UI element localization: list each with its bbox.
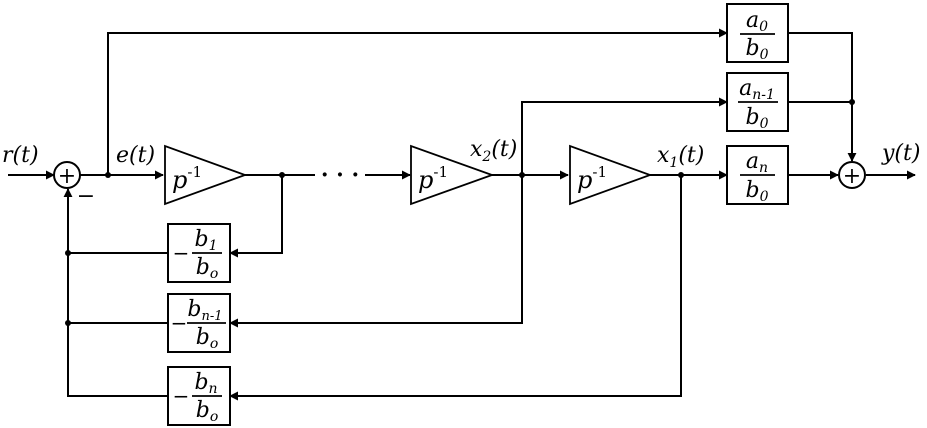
wires — [8, 28, 916, 401]
x2-signal-label: x2(t) — [470, 137, 517, 165]
svg-text:b0: b0 — [745, 105, 768, 132]
svg-text:b1: b1 — [194, 227, 217, 254]
feedforward-an1-wire — [521, 97, 728, 175]
feedback-bn1-wire — [229, 175, 523, 328]
plus-sign: + — [843, 164, 861, 189]
gain-neg-bn-over-bo: − bn bo — [167, 366, 231, 426]
svg-text:bo: bo — [196, 325, 219, 352]
svg-text:−: − — [171, 311, 188, 335]
junction-dot — [105, 172, 111, 178]
svg-text:bn-1: bn-1 — [187, 297, 222, 324]
junction-dot — [65, 250, 71, 256]
gain-a0-over-b0: a0 b0 — [726, 3, 789, 63]
svg-text:bo: bo — [196, 398, 219, 425]
junction-dot — [678, 172, 684, 178]
feedforward-a0-wire — [107, 28, 728, 175]
x1-signal-label: x1(t) — [657, 143, 704, 171]
svg-text:an-1: an-1 — [739, 76, 775, 103]
svg-text:bo: bo — [196, 255, 219, 282]
output-summing-junction: + — [838, 161, 866, 189]
input-summing-junction: + − — [53, 161, 95, 209]
junction-dots — [65, 99, 855, 326]
gain-an-over-b0: an b0 — [726, 145, 789, 205]
junction-dot — [519, 172, 525, 178]
svg-text:b0: b0 — [745, 36, 768, 63]
svg-text:−: − — [173, 241, 190, 265]
minus-sign: − — [77, 184, 95, 209]
junction-dot — [65, 320, 71, 326]
integrator-3: p-1 — [569, 144, 653, 206]
ellipsis: · · · — [321, 162, 359, 188]
input-signal-label: r(t) — [2, 143, 39, 168]
error-signal-label: e(t) — [116, 143, 155, 168]
svg-text:p-1: p-1 — [418, 163, 448, 194]
output-signal-label: y(t) — [881, 141, 920, 166]
plus-sign: + — [58, 164, 76, 189]
gain-neg-b1-over-bo: − b1 bo — [167, 223, 231, 283]
gain-an1-over-b0: an-1 b0 — [726, 72, 789, 132]
gain-neg-bn1-over-bo: − bn-1 bo — [167, 293, 231, 353]
integrator-2: p-1 — [410, 144, 495, 206]
svg-text:b0: b0 — [745, 178, 768, 205]
svg-text:an: an — [746, 149, 768, 176]
svg-text:p-1: p-1 — [577, 163, 607, 194]
svg-text:p-1: p-1 — [172, 163, 202, 194]
svg-text:bn: bn — [194, 370, 217, 397]
a0-to-sum-wire — [788, 32, 857, 162]
junction-dot — [279, 172, 285, 178]
svg-text:a0: a0 — [746, 8, 768, 35]
feedback-bn-wire — [229, 175, 682, 401]
feedback-bus-wire — [63, 188, 168, 397]
svg-text:−: − — [173, 384, 190, 408]
junction-dot — [849, 99, 855, 105]
feedback-b1-wire — [229, 175, 283, 258]
integrator-1: p-1 — [164, 144, 248, 206]
